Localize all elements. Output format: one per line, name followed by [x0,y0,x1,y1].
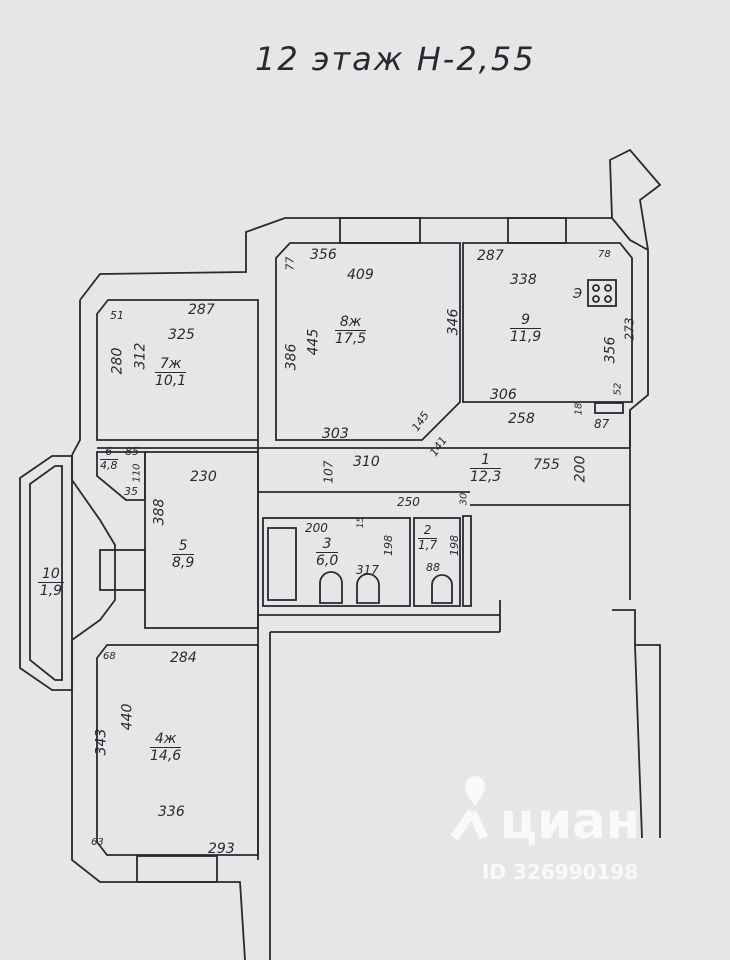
dimension: 287 [477,248,504,264]
dimension: 755 [533,457,560,473]
dimension: 273 [622,317,637,341]
room-8-outline [275,242,461,441]
room-6-outline [96,451,146,501]
dimension: 312 [132,342,149,370]
dimension: 440 [119,703,136,731]
dimension: 88 [426,561,440,574]
dimension: 303 [322,426,349,442]
dimension: 409 [347,267,374,283]
toilet-icon [356,573,380,604]
dimension: 386 [283,343,300,371]
dimension: 63 [91,837,104,848]
dimension: 306 [490,387,517,403]
dimension: 230 [190,469,217,485]
dimension: 317 [356,563,379,577]
floor-title: 12 этаж Н-2,55 [255,40,536,78]
dimension: 293 [208,841,235,857]
stove-label: Э [573,287,583,302]
watermark-brand: циан [500,792,641,850]
room-3-outline [262,517,411,607]
dimension: 18 [573,402,585,416]
dimension: 388 [151,498,168,526]
dimension: 356 [310,247,337,263]
dimension: 287 [188,302,215,318]
dimension: 78 [598,249,611,260]
dimension: 51 [110,309,124,322]
dimension: 200 [305,521,328,535]
dimension: 338 [510,272,537,288]
toilet-icon [431,574,453,604]
dimension: 445 [305,328,322,356]
watermark-id: ID 326990198 [482,860,639,884]
dimension: 343 [93,728,110,756]
dimension: 280 [109,347,126,375]
room-7-outline [96,299,259,441]
dimension: 258 [508,411,535,427]
dimension: 356 [602,336,619,364]
stove-icon [587,279,617,307]
dimension: 198 [448,535,461,556]
sink-icon [319,571,343,604]
dimension: 35 [124,485,138,498]
dimension: 310 [353,454,380,470]
dimension: 110 [131,463,143,483]
room-9-outline [462,242,633,403]
outer-wall [609,148,662,251]
dimension: 15 [356,516,367,529]
dimension: 107 [321,460,336,484]
dimension: 30 [458,492,470,506]
dimension: 346 [445,308,462,336]
outer-wall [71,300,81,456]
dimension: 77 [283,256,297,271]
dimension: 52 [612,382,624,396]
dimension: 336 [158,804,185,820]
dimension: 68 [103,651,116,662]
room-2-outline [413,517,461,607]
dimension: 325 [168,327,195,343]
dimension: 284 [170,650,197,666]
cian-logo-icon [450,776,489,841]
dimension: 250 [397,495,420,509]
dimension: 85 [125,445,139,458]
dimension: 200 [572,455,589,483]
dimension: 87 [594,417,610,431]
dimension: 198 [382,535,395,556]
bathtub-icon [267,527,297,601]
